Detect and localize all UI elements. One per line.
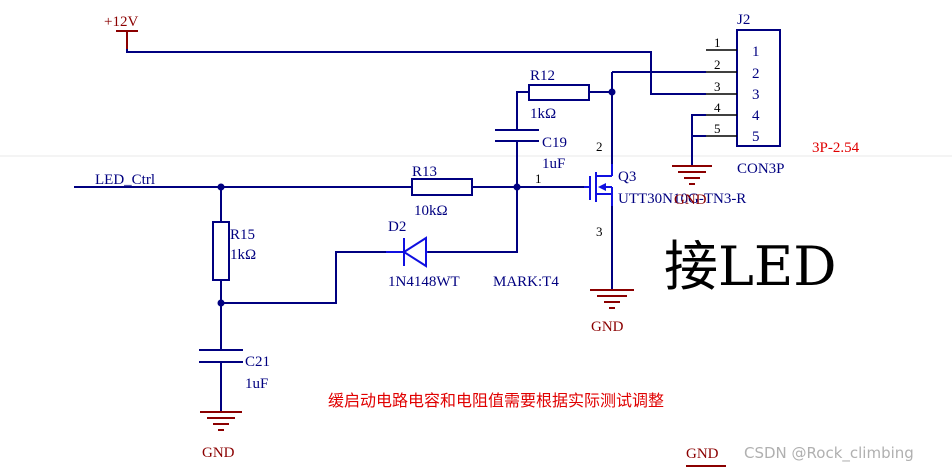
- q3-ref: Q3: [618, 169, 636, 185]
- wire-diode: [221, 187, 518, 304]
- gnd-label-q3: GND: [591, 319, 624, 335]
- vcc-power-port: +12V: [104, 14, 138, 49]
- capacitor-c19: [495, 91, 539, 187]
- j2-pin-2: 2: [752, 66, 760, 82]
- gnd-symbol-q3: [590, 289, 634, 309]
- c21-ref: C21: [245, 354, 270, 370]
- j2-footprint: 3P-2.54: [812, 140, 860, 156]
- r12-value: 1kΩ: [530, 106, 556, 122]
- j2-pin-1: 1: [752, 44, 760, 60]
- gnd-symbol-j2: [672, 165, 712, 185]
- r15-value: 1kΩ: [230, 247, 256, 263]
- net-label-led-ctrl: LED_Ctrl: [95, 172, 155, 188]
- r13-value: 10kΩ: [414, 203, 448, 219]
- q3-pin-drain: 2: [596, 139, 603, 154]
- c19-ref: C19: [542, 135, 567, 151]
- gnd-label-bottom: GND: [686, 446, 719, 462]
- d2-value: 1N4148WT: [388, 274, 460, 290]
- gnd-symbol-c21: [200, 411, 242, 431]
- j2-ext-pin-4: 4: [714, 100, 721, 115]
- c21-value: 1uF: [245, 376, 268, 392]
- d2-ref: D2: [388, 219, 406, 235]
- resistor-r15: [212, 187, 230, 350]
- mosfet-q3: [584, 72, 613, 290]
- r13-ref: R13: [412, 164, 437, 180]
- j2-ext-pin-2: 2: [714, 57, 721, 72]
- resistor-r13: [411, 178, 584, 196]
- d2-mark: MARK:T4: [493, 274, 559, 290]
- gnd-label-j2: GND: [674, 192, 707, 208]
- diode-d2: [386, 236, 428, 268]
- q3-pin-source: 3: [596, 224, 603, 239]
- j2-pin-3: 3: [752, 87, 760, 103]
- resistor-r12: [528, 84, 616, 101]
- j2-value: CON3P: [737, 161, 785, 177]
- q3-value: UTT30N10G-TN3-R: [618, 191, 746, 207]
- j2-pin-4: 4: [752, 108, 760, 124]
- vcc-label: +12V: [104, 14, 138, 30]
- r15-ref: R15: [230, 227, 255, 243]
- gnd-label-c21: GND: [202, 445, 235, 461]
- tuning-note: 缓启动电路电容和电阻值需要根据实际测试调整: [328, 391, 664, 410]
- c19-value: 1uF: [542, 156, 565, 172]
- j2-pin-5: 5: [752, 129, 760, 145]
- capacitor-c21: [199, 349, 243, 412]
- r12-ref: R12: [530, 68, 555, 84]
- j2-ext-pin-1: 1: [714, 35, 721, 50]
- j2-ref: J2: [737, 12, 750, 28]
- j2-ext-pin-5: 5: [714, 121, 721, 136]
- connector-j2: [691, 29, 781, 166]
- watermark: CSDN @Rock_climbing: [744, 444, 914, 463]
- q3-pin-gate: 1: [535, 171, 542, 186]
- j2-ext-pin-3: 3: [714, 79, 721, 94]
- led-note-big: 接LED: [664, 235, 837, 298]
- wire-vcc: [126, 49, 706, 95]
